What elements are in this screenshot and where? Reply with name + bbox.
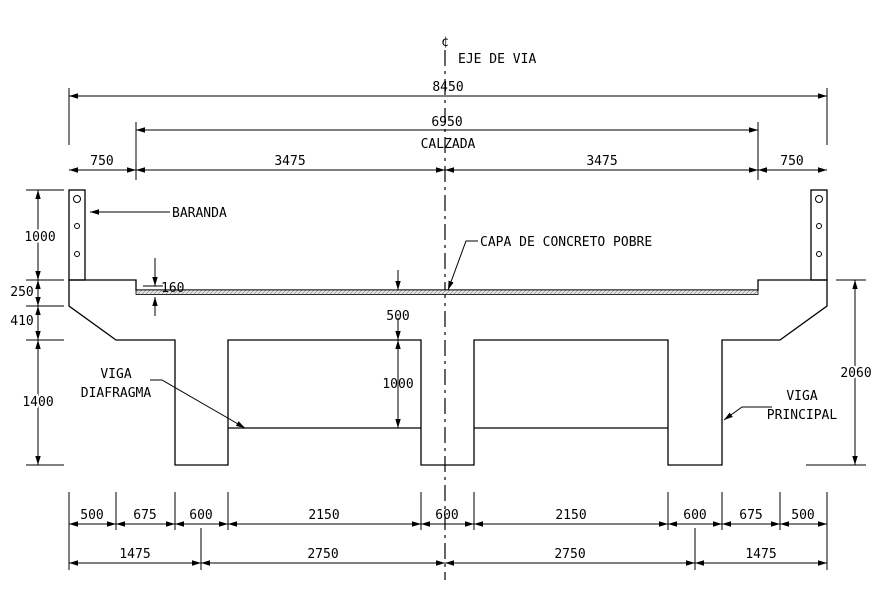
dim-bottom-total-3: 2750 [554,547,585,562]
girder-label-line2: PRINCIPAL [767,408,838,423]
dim-girder-depth: 1400 [22,395,53,410]
railing-right [810,189,828,281]
diaphragm-label-line2: DIAFRAGMA [81,386,152,401]
topping-dimension: 160 [143,258,184,316]
roadway-label: CALZADA [421,137,476,152]
deck-section-outline [68,279,828,466]
railing-label: BARANDA [172,206,227,221]
dim-bottom-total-4: 1475 [745,547,776,562]
dim-deck-step: 250 [10,285,33,300]
dim-right-half: 3475 [586,154,617,169]
diaphragm-callout: VIGA DIAFRAGMA [81,367,246,429]
topping-callout: CAPA DE CONCRETO POBRE [447,235,652,291]
centerline: ¢ EJE DE VIA [441,35,536,580]
topping-layer [135,289,759,295]
dim-bottom-4: 2150 [308,508,339,523]
dim-right-edge: 750 [780,154,803,169]
centerline-symbol: ¢ [441,35,449,50]
dim-left-half: 3475 [274,154,305,169]
slab-dimension: 500 [386,270,410,340]
dim-bottom-2: 675 [133,508,156,523]
diaphragm-dimension: 1000 [382,340,414,428]
dim-bottom-7: 600 [683,508,706,523]
dim-slab-thickness: 500 [386,309,409,324]
railing-callout: BARANDA [90,206,227,221]
right-vertical-dimension: 2060 [806,279,874,466]
dim-bottom-9: 500 [791,508,814,523]
dim-bottom-total-2: 2750 [307,547,338,562]
girder-label-line1: VIGA [786,389,817,404]
centerline-label: EJE DE VIA [458,52,536,67]
dim-roadway-width: 6950 [431,115,462,130]
dim-left-edge: 750 [90,154,113,169]
dim-bottom-6: 2150 [555,508,586,523]
dim-bottom-3: 600 [189,508,212,523]
dim-diaphragm-depth: 1000 [382,377,413,392]
dim-bottom-1: 500 [80,508,103,523]
diaphragm-label-line1: VIGA [100,367,131,382]
dim-overall-width: 8450 [432,80,463,95]
bottom-dimensions: 500 675 600 2150 600 2150 600 675 500 14… [68,492,828,570]
topping-label: CAPA DE CONCRETO POBRE [480,235,652,250]
dim-slab-taper: 410 [10,314,33,329]
dim-total-depth: 2060 [840,366,871,381]
dim-topping: 160 [161,281,184,296]
dim-bottom-total-1: 1475 [119,547,150,562]
railing-left [68,189,86,281]
dim-bottom-5: 600 [435,508,458,523]
dim-bottom-8: 675 [739,508,762,523]
left-vertical-dimensions: 1000 250 410 1400 [8,189,64,466]
girder-callout: VIGA PRINCIPAL [723,389,838,423]
top-dimensions: 8450 6950 CALZADA 750 3475 3475 750 [68,80,828,180]
dim-railing-height: 1000 [24,230,55,245]
